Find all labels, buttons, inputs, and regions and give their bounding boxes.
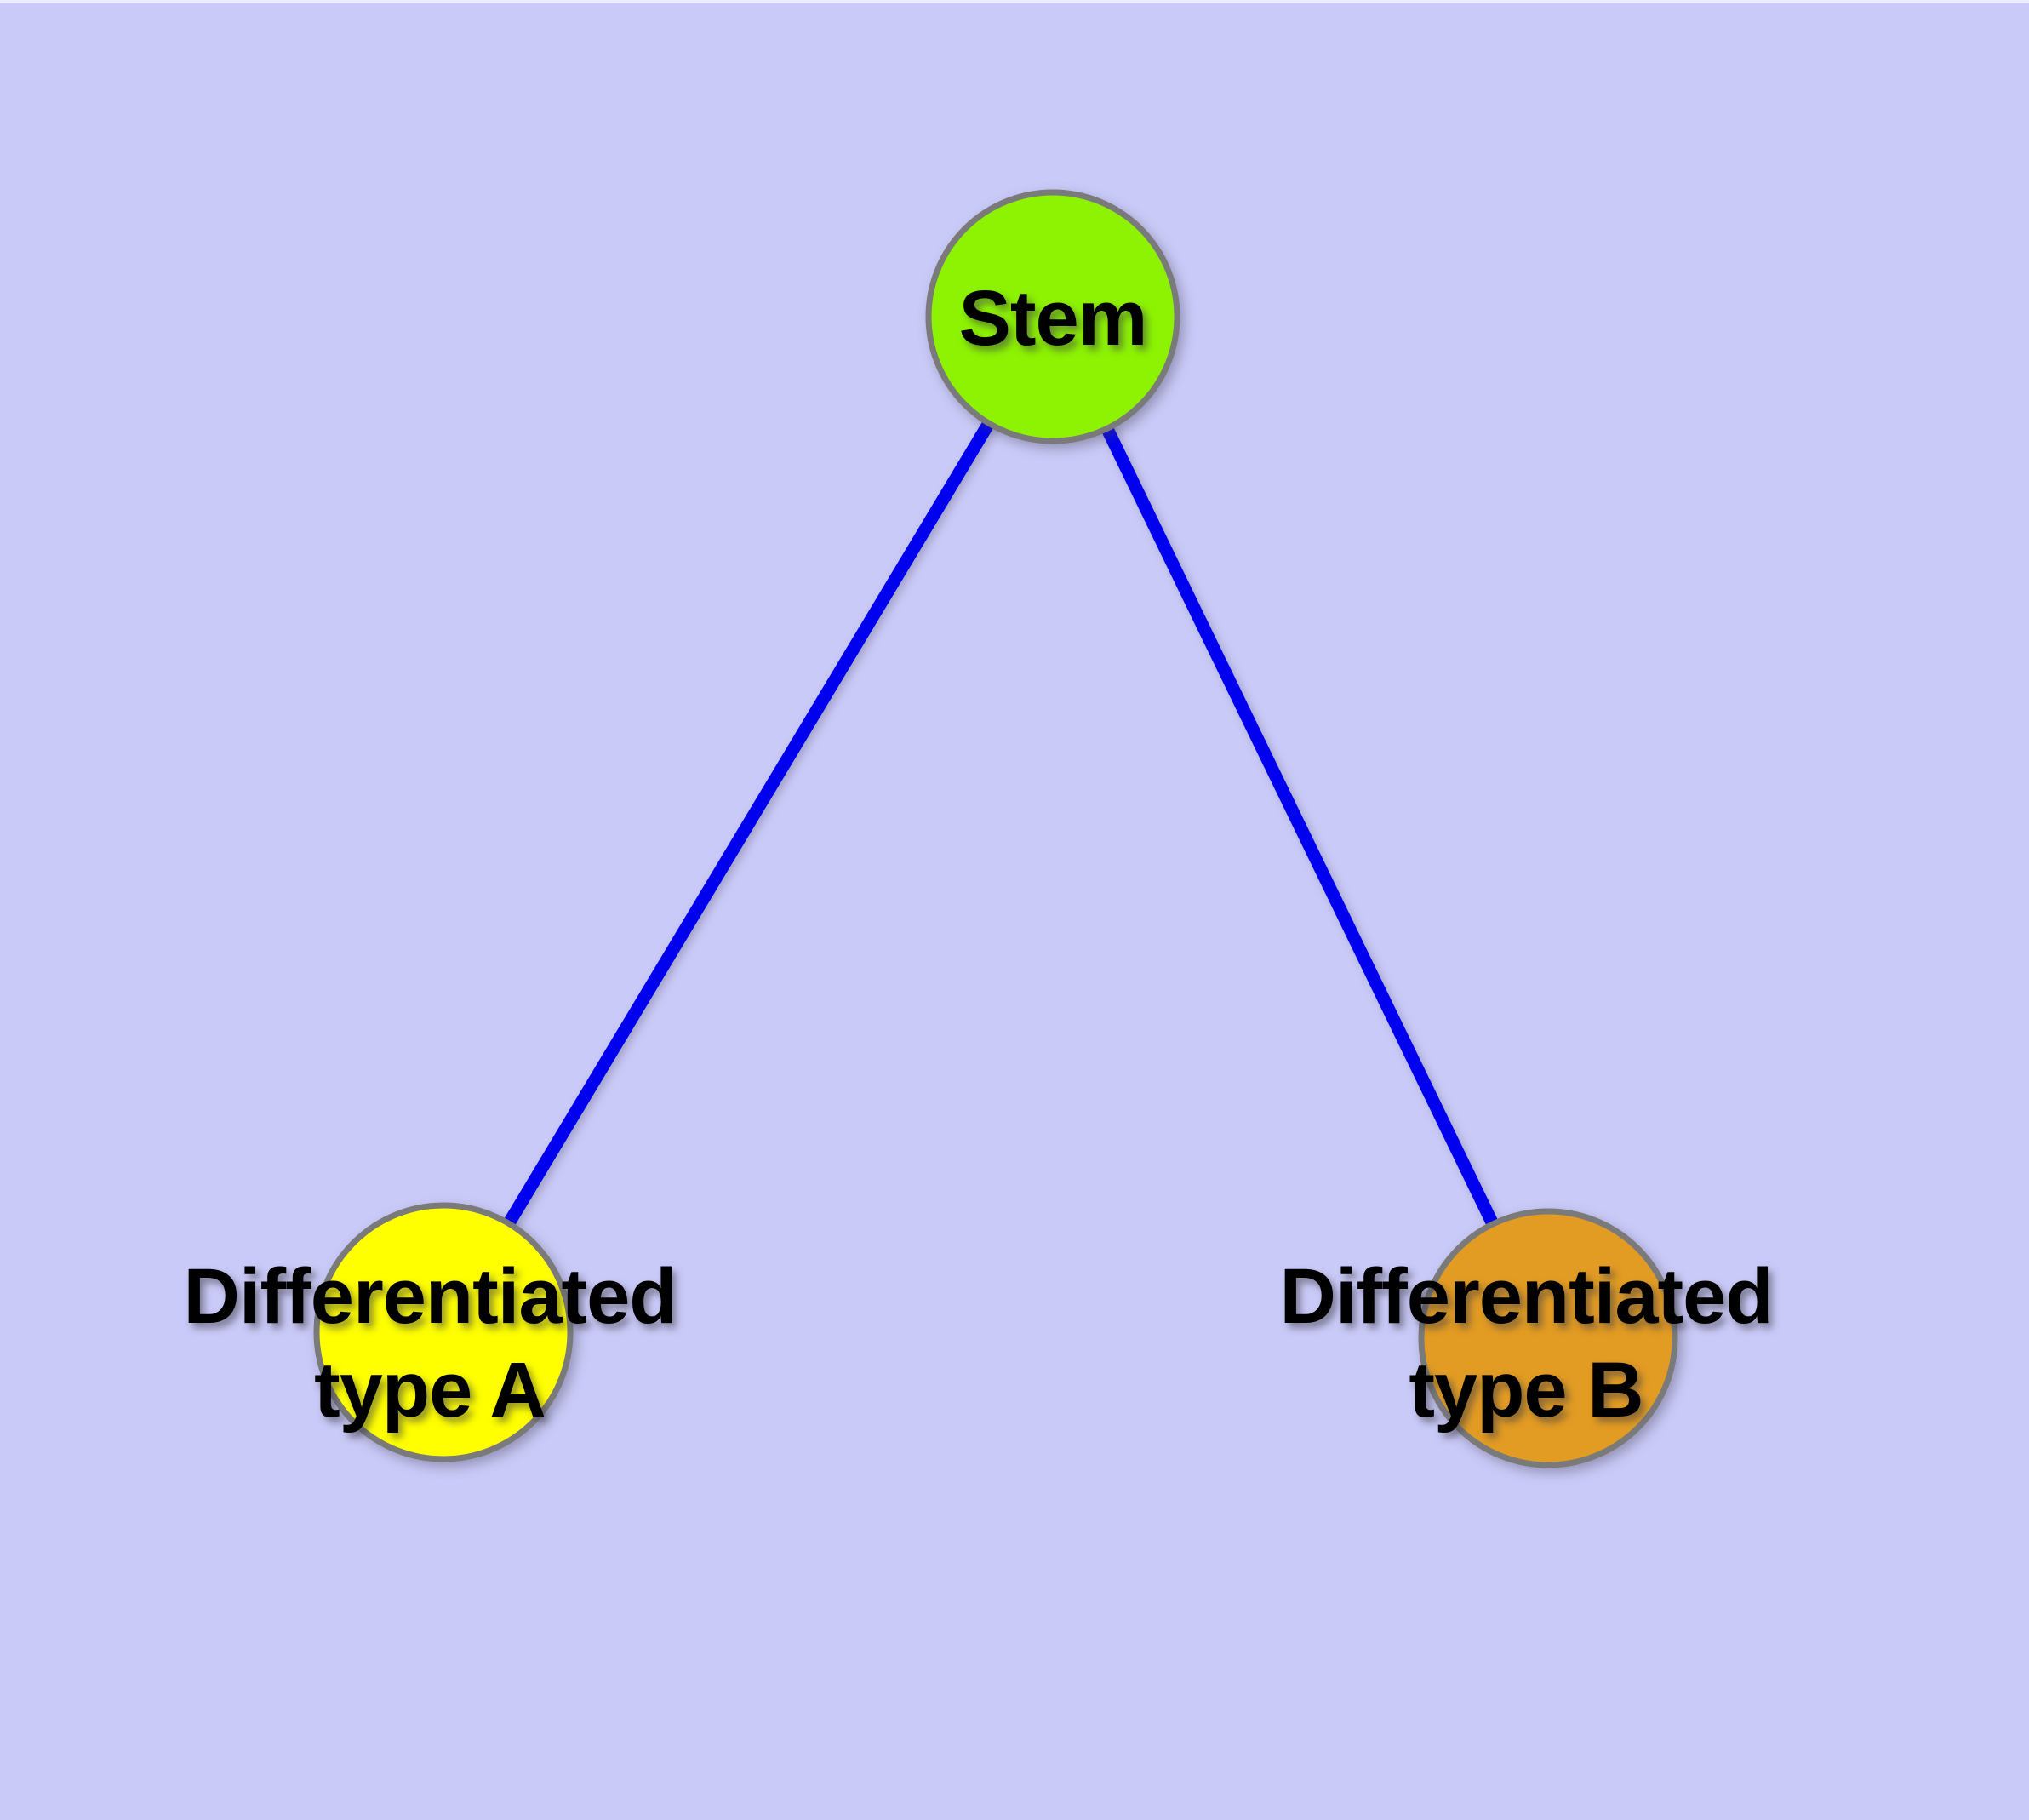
node-stem-label: Stem [670, 272, 1436, 365]
edge-stem-to-type-b [1047, 313, 1554, 1342]
node-type-a-label: Differentiated type A [47, 1250, 813, 1437]
node-type-b-circle [1418, 1208, 1678, 1468]
figure-edge-highlight [0, 0, 2029, 3]
node-type-a-circle [313, 1202, 574, 1462]
node-type-b-label-line-1: Differentiated [1279, 1253, 1774, 1340]
node-stem-label-line: Stem [958, 275, 1148, 362]
edge-stem-to-type-a [437, 313, 1059, 1336]
node-type-b-label-line-2: type B [1409, 1347, 1643, 1434]
node-type-a-label-line-2: type A [314, 1347, 546, 1434]
node-stem-circle [925, 189, 1180, 444]
node-type-b-label: Differentiated type B [1143, 1250, 1909, 1437]
node-type-a-label-line-1: Differentiated [183, 1253, 677, 1340]
